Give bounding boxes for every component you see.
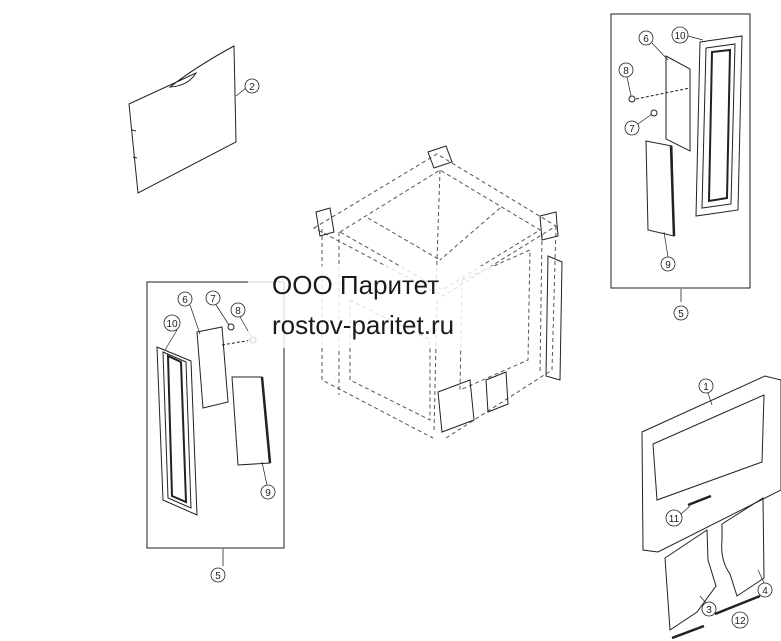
callout-label-3: 3 (706, 605, 712, 616)
watermark-site-url: rostov-paritet.ru (272, 310, 455, 340)
door-frame-part-10-right (695, 35, 743, 217)
glass-part-4 (721, 497, 765, 597)
assembly-box-right (610, 13, 751, 289)
callout-circle-10-left (163, 314, 181, 332)
glass-part-6-left (196, 326, 229, 409)
callout-label-11: 11 (669, 514, 680, 525)
callout-circle-5-right (673, 305, 689, 321)
callout-label-4: 4 (762, 586, 768, 597)
callout-label-12: 12 (734, 616, 746, 627)
callout-circle-4 (757, 582, 773, 598)
assembly-box-left (146, 281, 285, 549)
callout-label-8-right: 8 (623, 66, 629, 77)
callout-label-10-right: 10 (674, 31, 686, 42)
callout-circle-12 (731, 611, 749, 629)
callout-circle-11 (665, 509, 683, 527)
seal-part-12 (714, 594, 761, 616)
callout-circle-3 (701, 601, 717, 617)
glass-part-9-left (231, 376, 272, 466)
glass-part-3 (664, 529, 717, 631)
callout-label-6-right: 6 (643, 34, 649, 45)
callout-circle-6-right (638, 30, 654, 46)
callout-label-6-left: 6 (182, 295, 188, 306)
callout-circle-7-left (205, 290, 221, 306)
callout-circle-6-left (177, 291, 193, 307)
callout-circle-8-right (618, 62, 634, 78)
callout-label-5-left: 5 (215, 571, 221, 582)
callout-circle-8-left (230, 302, 246, 318)
fasteners-right (628, 87, 691, 117)
callout-label-8-left: 8 (235, 306, 241, 317)
callout-circle-5-left (210, 567, 226, 583)
callout-circle-10-right (671, 26, 689, 44)
callout-label-9-right: 9 (665, 260, 671, 271)
callout-circle-7-right (624, 120, 640, 136)
callout-label-1: 1 (703, 382, 709, 393)
seal-part-12-lower (671, 624, 705, 640)
callout-label-2: 2 (249, 82, 255, 93)
panel-part-2 (128, 45, 237, 194)
watermark-backdrop (248, 266, 510, 348)
callout-circle-1 (698, 378, 714, 394)
callout-label-7-left: 7 (210, 294, 216, 305)
glass-part-6-right (665, 55, 691, 152)
leader-line-2 (235, 87, 247, 97)
leader-lines (164, 35, 765, 604)
cab-frame-details (315, 145, 563, 433)
watermark-company-name: ООО Паритет (272, 270, 440, 300)
door-frame-part-10-left (156, 346, 198, 516)
callout-label-9-left: 9 (265, 488, 271, 499)
callout-circle-2 (244, 78, 260, 94)
callout-label-7-right: 7 (629, 124, 635, 135)
callout-label-5-right: 5 (678, 309, 684, 320)
callout-circle-9-left (260, 484, 276, 500)
windshield-part-1 (641, 375, 781, 553)
callout-label-10-left: 10 (166, 319, 178, 330)
glass-part-9-right (645, 140, 676, 237)
